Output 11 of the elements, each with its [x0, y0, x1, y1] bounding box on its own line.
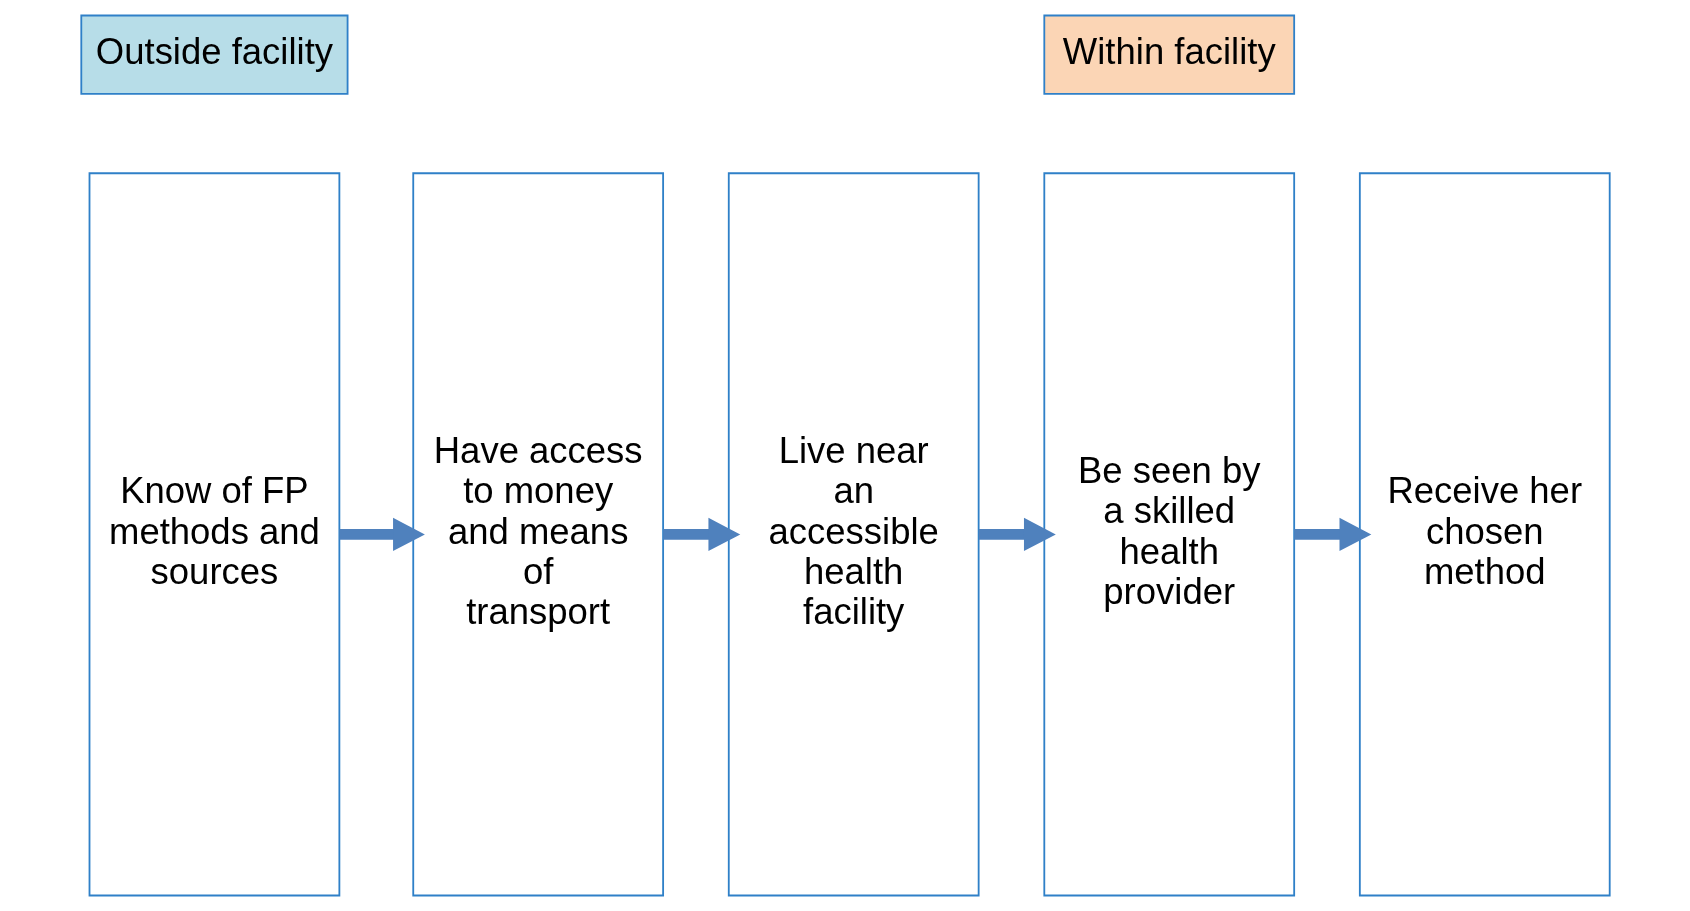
node-box: Be seen by a skilled health provider [1042, 172, 1295, 897]
node-box: Have access to money and means of transport [411, 172, 664, 897]
node-box: Outside facility [79, 14, 348, 95]
node-box: Within facility [1042, 14, 1295, 95]
arrow [662, 517, 740, 552]
node-box: Live near an accessible health facility [727, 172, 980, 897]
node-box: Know of FP methods and sources [88, 172, 340, 897]
arrow [978, 517, 1056, 552]
arrow [1293, 517, 1371, 552]
node-box: Receive her chosen method [1358, 172, 1611, 897]
arrow [339, 517, 425, 552]
